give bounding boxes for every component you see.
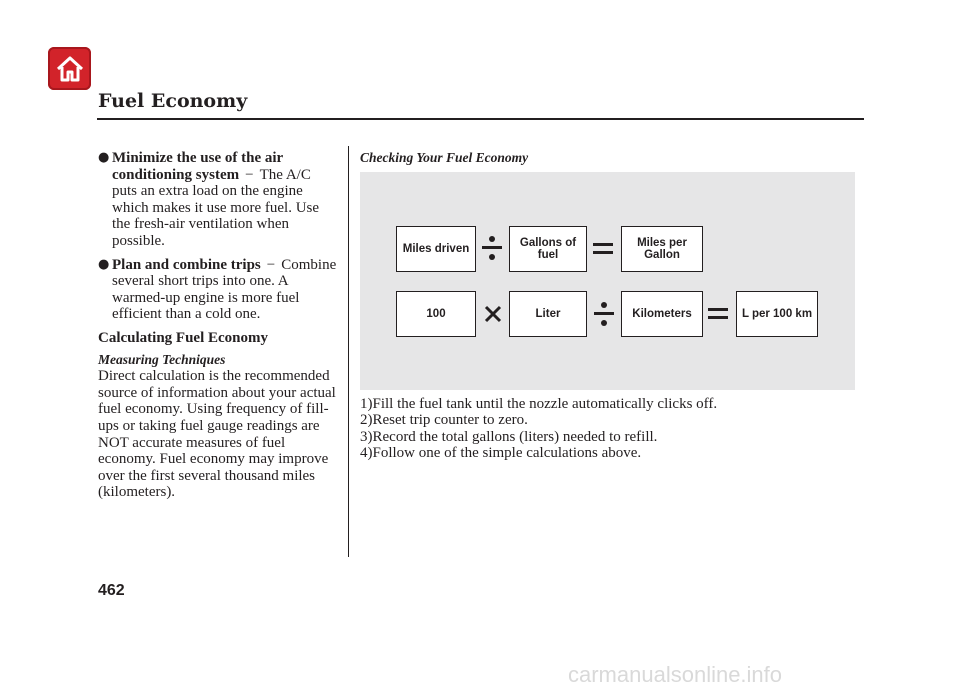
home-icon (56, 56, 83, 81)
right-column-heading-area: Checking Your Fuel Economy (360, 150, 860, 172)
bullet-icon: ● (98, 256, 110, 272)
steps-list: 1)Fill the fuel tank until the nozzle au… (360, 396, 717, 462)
box-gallons-of-fuel: Gallons of fuel (509, 226, 587, 272)
box-miles-driven: Miles driven (396, 226, 476, 272)
page-number: 462 (98, 582, 125, 599)
bullet-text: Combine several short trips into one. A … (112, 256, 337, 323)
bullet-text: The A/C puts an extra load on the engine… (112, 166, 320, 249)
multiply-icon (484, 305, 502, 323)
divide-icon (594, 302, 614, 326)
section-heading: Calculating Fuel Economy (98, 329, 269, 346)
page-title: Fuel Economy (98, 90, 248, 112)
box-liter: Liter (509, 291, 587, 337)
bullet-title: Minimize the use of the air conditioning… (112, 150, 283, 183)
step-item: 2)Reset trip counter to zero. (360, 412, 528, 429)
step-item: 1)Fill the fuel tank until the nozzle au… (360, 396, 718, 412)
column-divider (348, 146, 349, 557)
home-button[interactable] (48, 47, 91, 90)
watermark: carmanualsonline.info (568, 662, 783, 687)
box-l-per-100-km: L per 100 km (736, 291, 818, 337)
equals-icon (593, 243, 613, 254)
box-100: 100 (396, 291, 476, 337)
step-item: 3)Record the total gallons (liters) need… (360, 428, 658, 445)
bullet-dash: − (266, 256, 276, 273)
box-miles-per-gallon: Miles per Gallon (621, 226, 703, 272)
bullet-item: ● Minimize the use of the air conditioni… (98, 150, 338, 250)
section-subheading: Measuring Techniques (98, 351, 226, 367)
bullet-item: ● Plan and combine trips−Combine several… (98, 257, 338, 323)
bullet-title: Plan and combine trips (112, 256, 261, 273)
equals-icon (708, 308, 728, 319)
divide-icon (482, 236, 502, 260)
box-kilometers: Kilometers (621, 291, 703, 337)
bullet-dash: − (245, 166, 254, 183)
fuel-calculation-diagram: Miles driven Gallons of fuel Miles per G… (360, 172, 855, 390)
body-text: Direct calculation is the recommended so… (98, 368, 336, 501)
step-item: 4)Follow one of the simple calculations … (360, 445, 642, 462)
left-column: ● Minimize the use of the air conditioni… (98, 150, 338, 501)
bullet-icon: ● (98, 150, 110, 165)
diagram-heading: Checking Your Fuel Economy (360, 150, 529, 165)
header-rule (97, 118, 864, 120)
